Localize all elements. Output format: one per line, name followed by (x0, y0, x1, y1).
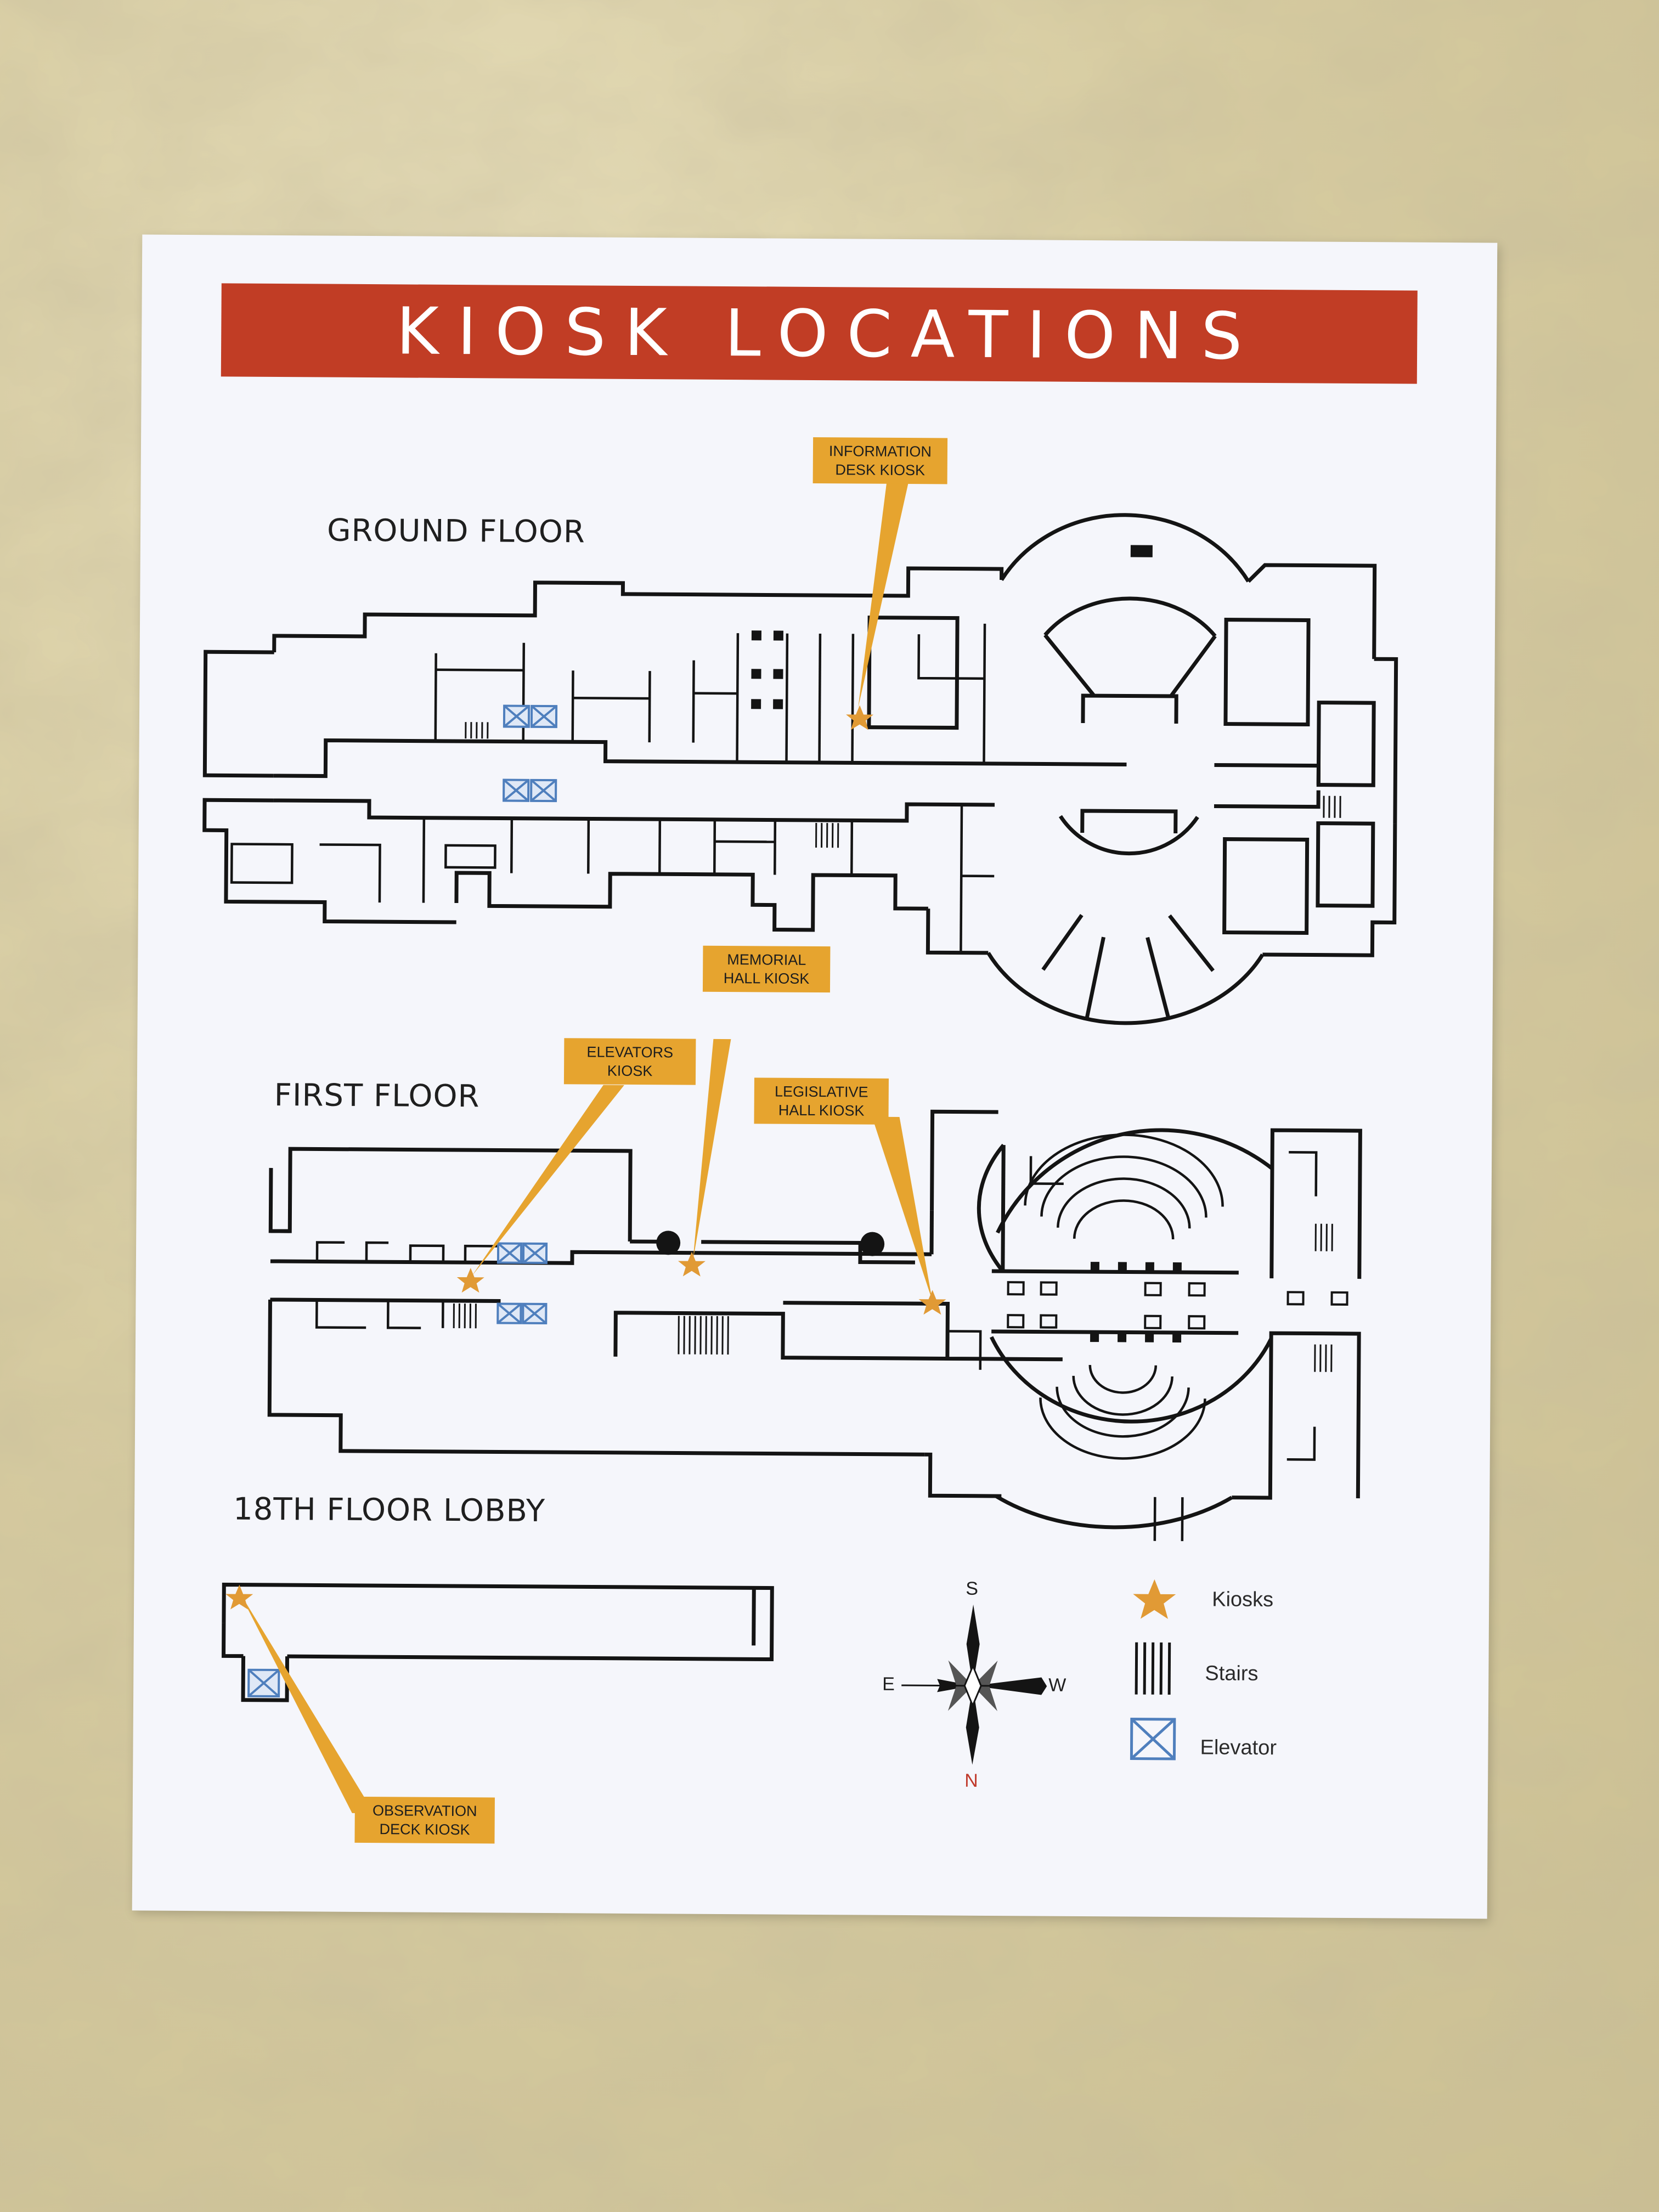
compass-north-label: N (964, 1770, 978, 1791)
ground-floor-plan (202, 480, 1398, 1814)
callout-line: DESK KIOSK (835, 461, 926, 479)
ground-stairs-center (815, 822, 839, 848)
callout-line: LEGISLATIVE (774, 1083, 868, 1101)
legislative-hall-kiosk-callout: LEGISLATIVE HALL KIOSK (754, 1077, 889, 1125)
callout-line: DECK KIOSK (379, 1821, 470, 1838)
information-desk-kiosk-star-icon (846, 705, 874, 730)
elevators-kiosk-star-icon (456, 1268, 484, 1293)
first-floor-label: FIRST FLOOR (274, 1077, 480, 1115)
18th-floor-lobby-label: 18TH FLOOR LOBBY (233, 1491, 546, 1530)
ground-elevators (503, 704, 558, 803)
memorial-hall-column-west (656, 1231, 681, 1255)
compass-east-label: E (882, 1673, 895, 1695)
legend-kiosks-label: Kiosks (1212, 1588, 1274, 1612)
first-stairs-east (1314, 1223, 1333, 1372)
elevators-kiosk-callout: ELEVATORS KIOSK (563, 1038, 696, 1085)
first-stairs-corridor (678, 1316, 729, 1355)
callout-line: INFORMATION (828, 443, 932, 460)
legend-elevator-label: Elevator (1200, 1736, 1277, 1760)
callout-line: ELEVATORS (586, 1043, 674, 1061)
callout-line: HALL KIOSK (778, 1102, 865, 1119)
first-floor-walls (267, 1109, 1362, 1530)
first-floor-elevators (496, 1242, 548, 1325)
memorial-hall-column-east (860, 1232, 885, 1256)
legend-stairs-label: Stairs (1205, 1662, 1259, 1685)
memorial-hall-kiosk-star-icon (678, 1251, 706, 1277)
ground-stairs-east (1323, 795, 1341, 818)
legend-elevator-icon (1130, 1718, 1176, 1760)
legislative-hall-kiosk-star-icon (918, 1290, 946, 1315)
compass-rose-icon (901, 1604, 1047, 1765)
legend-kiosk-star-icon (1133, 1579, 1176, 1619)
compass-south-label: S (966, 1578, 979, 1599)
lobby-elevator (247, 1668, 280, 1698)
callout-line: KIOSK (607, 1062, 653, 1080)
memorial-hall-kiosk-callout: MEMORIAL HALL KIOSK (702, 945, 831, 993)
compass-west-label: W (1048, 1674, 1066, 1696)
first-stairs-west (453, 1303, 477, 1329)
observation-deck-kiosk-callout: OBSERVATION DECK KIOSK (354, 1796, 495, 1844)
ground-stairs-west (465, 722, 489, 739)
lobby-walls (222, 1582, 774, 1702)
callout-line: OBSERVATION (372, 1802, 477, 1820)
legend-stairs-icon (1135, 1642, 1171, 1695)
kiosk-map-sheet: KIOSK LOCATIONS GROUND FLOOR (132, 234, 1498, 1919)
callout-line: MEMORIAL (727, 951, 806, 968)
information-desk-kiosk-callout: INFORMATION DESK KIOSK (812, 437, 948, 484)
callout-line: HALL KIOSK (723, 969, 810, 987)
observation-deck-kiosk-star-icon (225, 1584, 253, 1610)
